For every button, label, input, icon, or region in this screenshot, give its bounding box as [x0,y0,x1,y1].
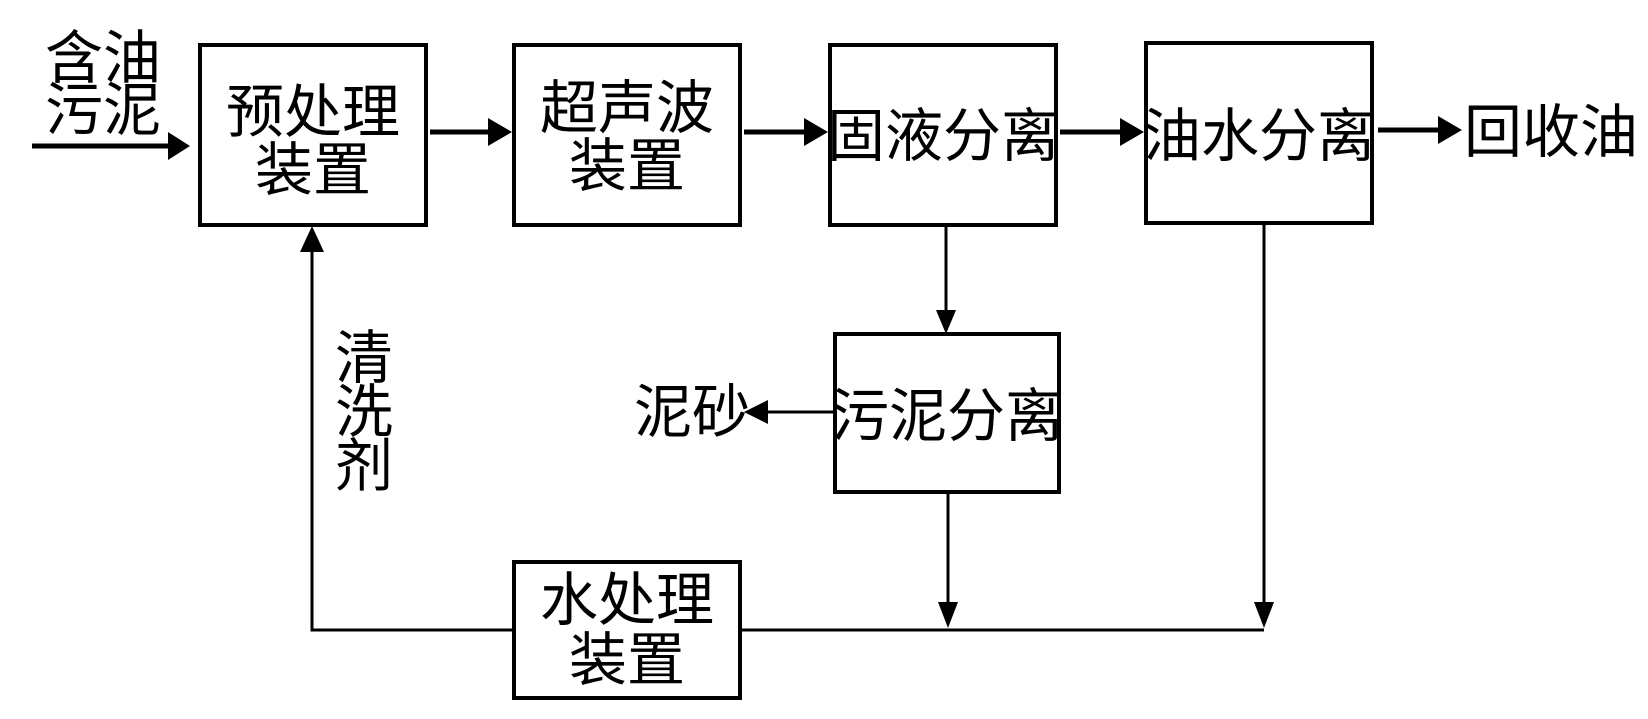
arrowhead-detergent-return [300,226,324,252]
arrowhead-solidliquid-to-oilwater [1120,118,1144,146]
ultrasonic-label-line2: 装置 [569,132,685,200]
input-label-line1: 含油 [45,24,161,92]
solid-liquid-separation-label: 固液分离 [827,102,1059,170]
ultrasonic-label-line1: 超声波 [540,74,714,142]
oil-water-separation-label: 油水分离 [1143,102,1375,170]
input-arrowhead [168,132,190,160]
detergent-label-char3: 剂 [335,432,393,500]
water-treatment-label-line2: 装置 [569,626,685,694]
arrowhead-oilwater-to-recovered-oil [1438,116,1462,144]
pretreatment-label-line1: 预处理 [226,78,400,146]
detergent-label-char1: 清 [335,324,393,392]
water-treatment-label-line1: 水处理 [540,566,714,634]
arrowhead-ultrasonic-to-solidliquid [804,118,828,146]
input-label-line2: 污泥 [45,76,161,144]
recovered-oil-label: 回收油 [1464,98,1638,166]
pretreatment-box [198,43,428,227]
oil-water-separation-box [1144,41,1374,225]
arrowhead-sludge-to-return-line [938,602,958,628]
arrowhead-solidliquid-to-sludge [936,310,956,334]
pretreatment-label-line2: 装置 [255,136,371,204]
detergent-return-line [310,248,514,632]
sludge-separation-label: 污泥分离 [831,382,1063,450]
detergent-label-char2: 洗 [335,378,393,446]
solid-liquid-separation-box [828,43,1058,227]
ultrasonic-box [512,43,742,227]
arrowhead-pretreat-to-ultrasonic [488,118,512,146]
arrowhead-oilwater-to-return-line [1254,602,1274,628]
arrowhead-sludge-to-sand [744,400,768,424]
sand-label: 泥砂 [634,378,750,446]
